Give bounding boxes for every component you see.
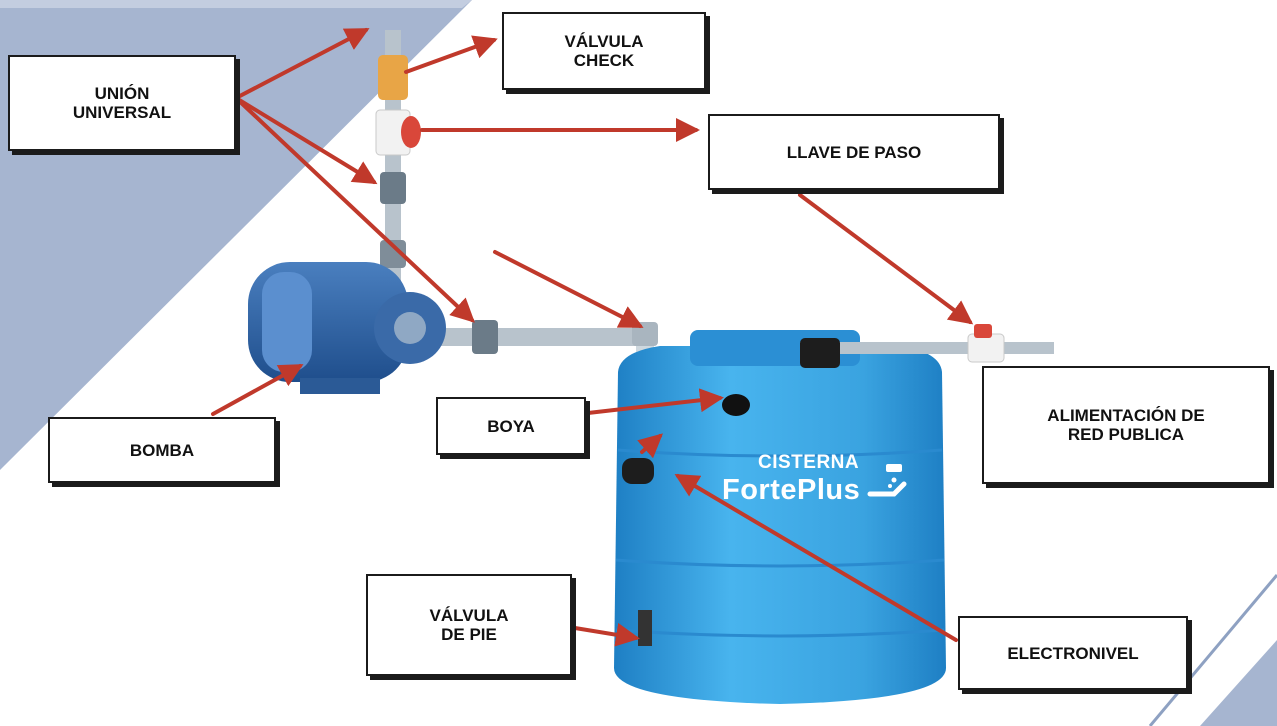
check-valve-body	[378, 55, 408, 100]
arrow-pump	[211, 364, 304, 416]
arrow-electronivel	[674, 473, 958, 642]
union-fitting-lower	[472, 320, 498, 354]
brand-line2: FortePlus	[722, 474, 861, 506]
label-bomba: BOMBA	[48, 417, 276, 483]
label-boya: BOYA	[436, 397, 586, 455]
arrow-sensor-small	[637, 433, 663, 459]
arrow-elbow	[493, 250, 644, 328]
label-valvula-de-pie: VÁLVULA DE PIE	[366, 574, 572, 676]
arrow-float	[586, 388, 724, 415]
label-llave-de-paso: LLAVE DE PASO	[708, 114, 1000, 190]
pump-illustration	[248, 262, 446, 394]
arrow-check-valve	[404, 35, 498, 74]
pointer-arrows	[211, 28, 974, 647]
electronivel-sensor	[622, 458, 654, 484]
float-valve	[722, 394, 750, 416]
brand-line1: CISTERNA	[758, 452, 860, 473]
right-corner-panel	[1200, 640, 1277, 726]
arrow-union-middle	[234, 96, 378, 185]
label-alimentacion-red: ALIMENTACIÓN DE RED PUBLICA	[982, 366, 1270, 484]
tank-illustration	[614, 330, 946, 704]
union-fitting-upper	[380, 172, 406, 204]
label-electronivel: ELECTRONIVEL	[958, 616, 1188, 690]
corner-stripe	[1148, 574, 1277, 726]
water-tap-icon	[867, 464, 907, 497]
foot-valve	[638, 610, 652, 646]
label-valvula-check: VÁLVULA CHECK	[502, 12, 706, 90]
label-union-universal: UNIÓN UNIVERSAL	[8, 55, 236, 151]
stopcock-handle	[401, 116, 421, 148]
supply-pipe	[800, 324, 1054, 368]
arrow-union-bottom	[234, 96, 475, 323]
brand-logo: CISTERNA FortePlus	[722, 452, 922, 512]
arrow-supply-valve	[798, 193, 974, 325]
discharge-pipe	[375, 30, 421, 330]
arrow-foot-valve	[573, 622, 640, 647]
arrow-union-top	[234, 28, 370, 100]
